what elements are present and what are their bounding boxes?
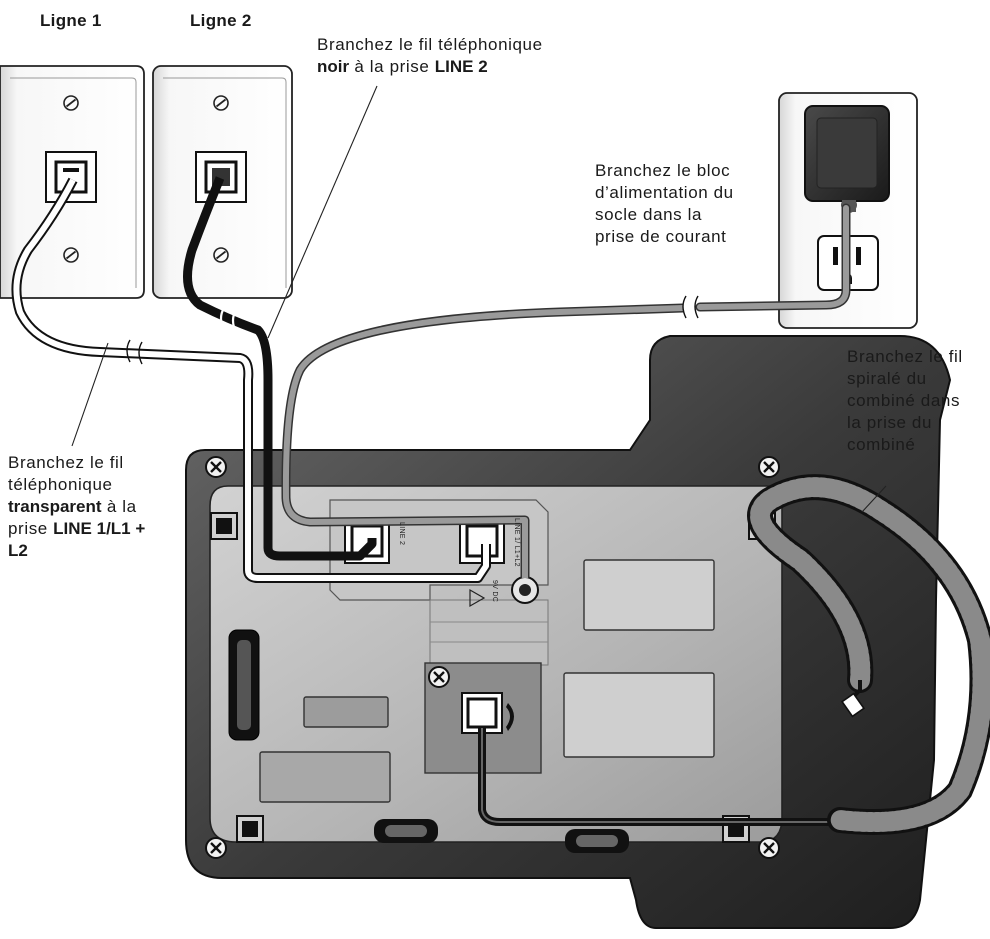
coiled-cord-callout: Branchez le fil spiralé du combiné dans … bbox=[847, 346, 963, 456]
line-2-title: Ligne 2 bbox=[190, 11, 252, 30]
power-adapter-icon bbox=[804, 105, 890, 212]
line-1-title: Ligne 1 bbox=[40, 11, 102, 30]
phone-base bbox=[185, 335, 952, 929]
rubber-foot bbox=[236, 815, 264, 843]
leader-line bbox=[267, 85, 378, 339]
handset-jack-block bbox=[424, 662, 542, 774]
screw-icon bbox=[213, 95, 229, 111]
callout-bold: LINE 2 bbox=[434, 57, 488, 76]
callout-bold: L2 bbox=[8, 541, 28, 560]
callout-text: Branchez le fil téléphonique bbox=[317, 35, 543, 54]
callout-text: combiné dans bbox=[847, 391, 961, 410]
callout-bold: noir bbox=[317, 57, 350, 76]
callout-text: téléphonique bbox=[8, 475, 113, 494]
jack-label-line-1: LINE 1/ L1+L2 bbox=[513, 518, 520, 567]
transparent-cord-callout: Branchez le fil téléphonique transparent… bbox=[8, 452, 145, 562]
callout-bold: LINE 1/L1 + bbox=[53, 519, 146, 538]
callout-text: Branchez le fil bbox=[8, 453, 124, 472]
dc-jack bbox=[511, 576, 539, 604]
screw-icon bbox=[204, 836, 228, 860]
callout-bold: transparent bbox=[8, 497, 102, 516]
callout-text: socle dans la bbox=[595, 205, 703, 224]
screw-icon bbox=[757, 836, 781, 860]
phone-jack-icon bbox=[195, 151, 247, 203]
callout-text: prise de courant bbox=[595, 227, 727, 246]
rubber-foot bbox=[210, 512, 238, 540]
coiled-handset-cord bbox=[747, 474, 990, 835]
jack-label-dc: 9V DC bbox=[491, 580, 498, 603]
callout-text: prise bbox=[8, 519, 54, 538]
phone-cord-black bbox=[183, 176, 377, 561]
leader-line bbox=[861, 485, 887, 513]
callout-text: Branchez le fil bbox=[847, 347, 963, 366]
screw-icon bbox=[204, 455, 228, 479]
phone-jack-icon bbox=[45, 151, 97, 203]
screw-icon bbox=[213, 247, 229, 263]
screw-icon bbox=[63, 95, 79, 111]
screw-icon bbox=[757, 455, 781, 479]
jack-label-line-2: LINE 2 bbox=[398, 522, 405, 546]
power-callout: Branchez le bloc d’alimentation du socle… bbox=[595, 160, 734, 248]
handset-cord-straight bbox=[478, 728, 840, 826]
callout-text: la prise du bbox=[847, 413, 933, 432]
screw-icon bbox=[63, 247, 79, 263]
power-cord-gray bbox=[281, 203, 851, 578]
callout-text: d’alimentation du bbox=[595, 183, 734, 202]
handset-icon bbox=[506, 703, 514, 731]
leader-line bbox=[71, 342, 109, 447]
callout-text: à la bbox=[101, 497, 137, 516]
callout-text: Branchez le bloc bbox=[595, 161, 731, 180]
callout-text: à la prise bbox=[349, 57, 435, 76]
callout-text: combiné bbox=[847, 435, 916, 454]
black-cord-callout: Branchez le fil téléphonique noir à la p… bbox=[317, 34, 543, 78]
callout-text: spiralé du bbox=[847, 369, 927, 388]
phone-cord-transparent bbox=[11, 177, 491, 583]
screw-icon bbox=[427, 665, 451, 689]
